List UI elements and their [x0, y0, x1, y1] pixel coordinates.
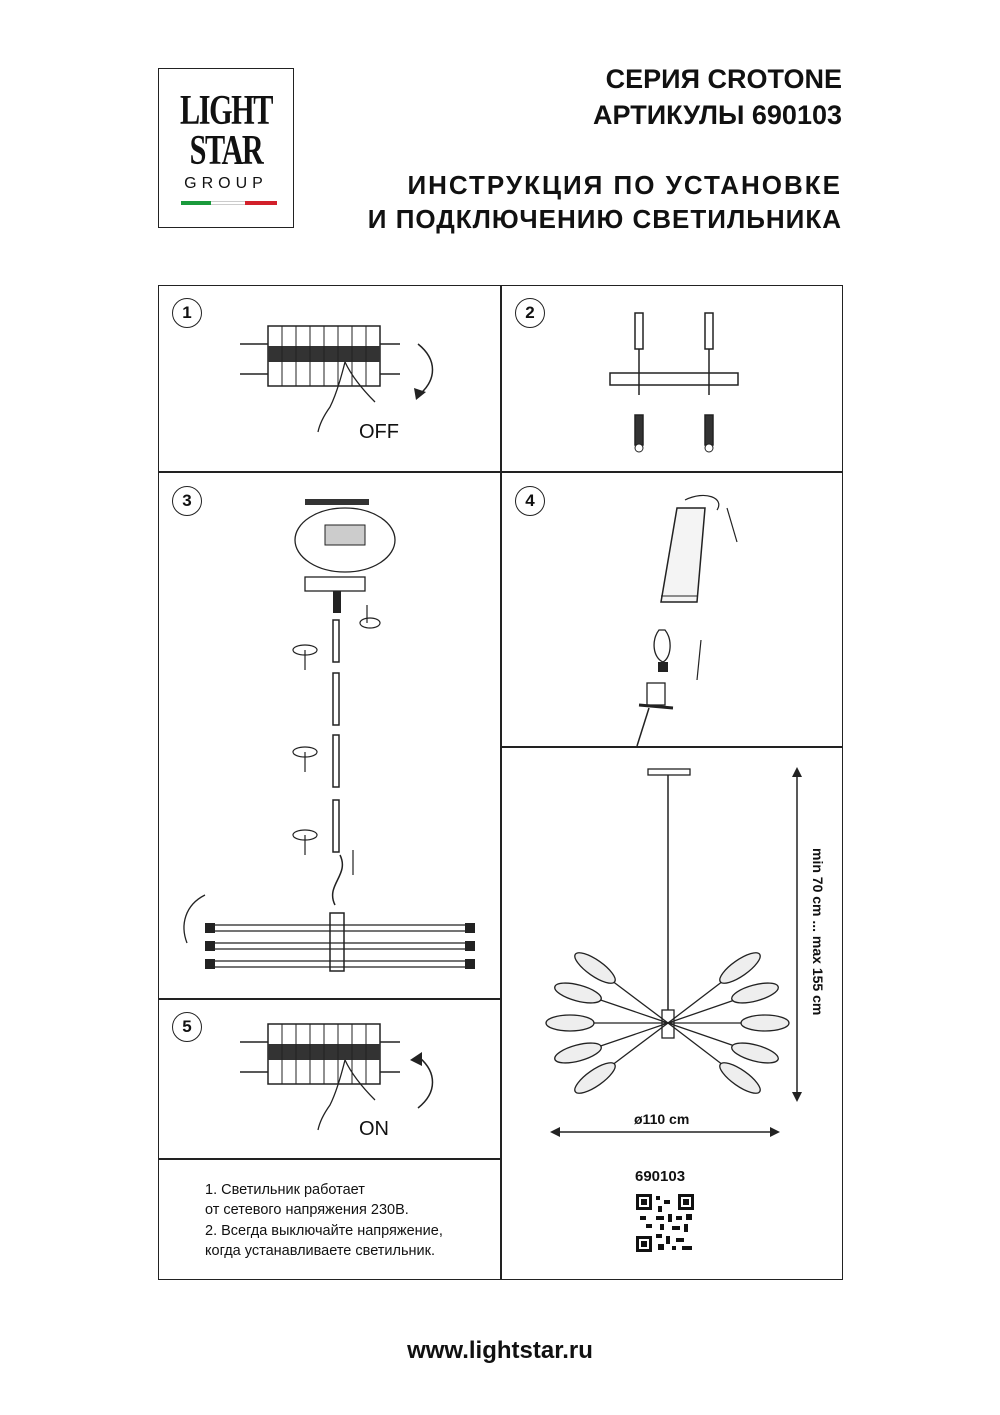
- step5-breaker-on-illustration: [240, 1023, 434, 1131]
- brand-logo: LIGHT STAR GROUP: [158, 68, 294, 228]
- logo-text-group: GROUP: [184, 175, 268, 192]
- step4-bulb-shade-illustration: [636, 495, 738, 747]
- step-number-3: 3: [172, 486, 202, 516]
- step-number-4: 4: [515, 486, 545, 516]
- step1-off-label: OFF: [359, 421, 399, 443]
- grid-divider-vertical: [500, 285, 502, 1280]
- diameter-dimension-label: ø110 cm: [634, 1111, 690, 1127]
- product-code: 690103: [635, 1168, 686, 1185]
- grid-divider-step3-bottom: [158, 998, 501, 1000]
- note-line-3: 2. Всегда выключайте напряжение,: [205, 1223, 443, 1239]
- website-url[interactable]: www.lightstar.ru: [407, 1337, 593, 1364]
- logo-text-star: STAR: [189, 128, 264, 174]
- note-line-2: от сетевого напряжения 230В.: [205, 1202, 409, 1218]
- height-dimension-label: min 70 cm ... max 155 cm: [810, 848, 826, 1016]
- step2-bracket-mounting-illustration: [609, 312, 739, 453]
- step5-on-label: ON: [359, 1118, 389, 1140]
- flag-stripe-green: [181, 201, 211, 205]
- flag-stripe-red: [245, 201, 277, 205]
- step-number-5: 5: [172, 1012, 202, 1042]
- note-line-1: 1. Светильник работает: [205, 1182, 365, 1198]
- chandelier-dimensions-illustration: [545, 767, 802, 1137]
- step3-assembly-illustration: [183, 499, 475, 972]
- article-number: АРТИКУЛЫ 690103: [593, 100, 842, 130]
- series-title: СЕРИЯ CROTONE: [605, 64, 842, 94]
- logo-text-light: LIGHT: [180, 88, 273, 134]
- grid-divider-step5-bottom: [158, 1158, 501, 1160]
- flag-stripe-white: [211, 201, 245, 205]
- instruction-title-line1: ИНСТРУКЦИЯ ПО УСТАНОВКЕ: [407, 170, 842, 200]
- step1-breaker-off-illustration: [240, 325, 434, 433]
- qr-code: [636, 1194, 694, 1252]
- instruction-title-line2: И ПОДКЛЮЧЕНИЮ СВЕТИЛЬНИКА: [367, 204, 842, 234]
- grid-divider-step4-bottom: [500, 746, 843, 748]
- note-line-4: когда устанавливаете светильник.: [205, 1243, 436, 1259]
- step-number-2: 2: [515, 298, 545, 328]
- grid-divider-row1: [158, 471, 843, 473]
- step-number-1: 1: [172, 298, 202, 328]
